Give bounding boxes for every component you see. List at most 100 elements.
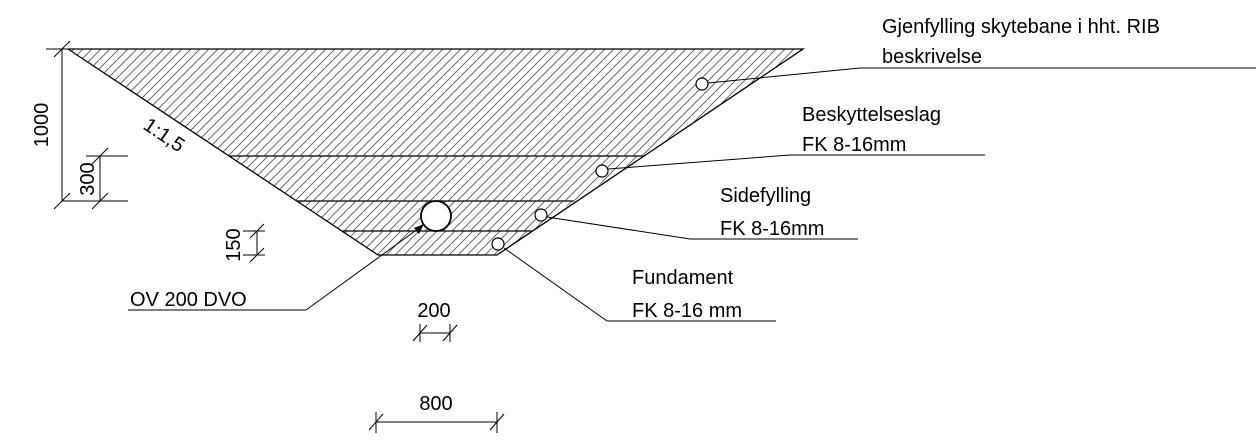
leader-foundation	[491, 237, 776, 322]
label-protection-line2: FK 8-16mm	[802, 134, 906, 156]
hatch-line	[524, 231, 532, 255]
hatch-line	[547, 49, 664, 156]
hatch-line	[340, 49, 457, 156]
hatch-line	[610, 49, 727, 156]
hatch-line	[229, 156, 239, 201]
hatch-line	[465, 201, 507, 231]
label-backfill-line1: Gjenfylling skytebane i hht. RIB	[882, 16, 1160, 38]
hatch-line	[398, 231, 435, 255]
hatch-line	[331, 49, 448, 156]
leader-protection	[595, 154, 985, 178]
hatch-line	[357, 201, 399, 231]
hatch-line	[344, 156, 401, 201]
pipe-circle	[420, 200, 452, 232]
hatch-line	[501, 201, 543, 231]
hatch-line	[542, 156, 599, 201]
hatch-line	[502, 49, 619, 156]
dimension-pipe-width	[412, 324, 458, 342]
hatch-line	[353, 156, 410, 201]
hatch-line	[295, 49, 412, 156]
hatch-line	[300, 225, 335, 260]
hatch-line	[430, 49, 547, 156]
hatch-line	[552, 225, 587, 260]
hatch-line	[578, 156, 635, 201]
hatch-line	[492, 201, 534, 231]
hatch-line	[448, 49, 565, 156]
hatch-line	[641, 156, 643, 201]
hatch-line	[229, 156, 275, 201]
label-foundation-line1: Fundament	[632, 267, 734, 289]
label-side-fill-line2: FK 8-16mm	[720, 218, 824, 240]
hatch-line	[68, 49, 115, 156]
hatch-line	[565, 49, 682, 156]
hatch-line	[623, 156, 643, 201]
hatch-line	[583, 49, 700, 156]
hatch-line	[286, 49, 403, 156]
hatch-line	[339, 201, 381, 231]
hatch-line	[317, 156, 374, 201]
hatch-line	[389, 156, 446, 201]
hatch-line	[290, 156, 347, 201]
hatch-line	[250, 49, 367, 156]
hatch-line	[326, 156, 383, 201]
hatch-line	[592, 49, 709, 156]
side-fill-layer-hatch	[297, 195, 641, 235]
hatch-line	[569, 156, 626, 201]
hatch-line	[570, 225, 605, 260]
hatch-line	[583, 195, 623, 235]
hatch-line	[470, 231, 507, 255]
hatch-line	[375, 201, 417, 231]
hatch-line	[299, 156, 356, 201]
hatch-line	[416, 231, 453, 255]
hatch-line	[484, 49, 601, 156]
label-foundation-line2: FK 8-16 mm	[632, 300, 742, 322]
hatch-line	[403, 49, 520, 156]
dimension-bottom-width	[368, 412, 505, 433]
hatch-line	[483, 201, 525, 231]
hatch-line	[434, 156, 491, 201]
hatch-line	[452, 231, 489, 255]
hatch-line	[68, 49, 124, 156]
hatch-line	[389, 231, 426, 255]
leader-side-fill	[534, 208, 858, 240]
hatch-line	[196, 49, 313, 156]
hatch-line	[385, 49, 502, 156]
hatch-line	[466, 49, 583, 156]
hatch-line	[407, 231, 444, 255]
dimension-bottom-width-text: 800	[419, 393, 452, 415]
hatch-line	[619, 49, 736, 156]
hatch-line	[281, 156, 338, 201]
hatch-line	[297, 201, 309, 231]
leader-pipe	[128, 224, 424, 311]
hatch-line	[68, 49, 169, 156]
hatch-line	[506, 156, 563, 201]
hatch-line	[443, 231, 480, 255]
hatch-line	[457, 49, 574, 156]
hatch-line	[366, 201, 408, 231]
hatch-line	[342, 231, 354, 255]
hatch-line	[342, 231, 345, 255]
hatch-line	[605, 156, 643, 201]
hatch-line	[349, 49, 466, 156]
hatch-line	[587, 156, 643, 201]
label-side-fill-line1: Sidefylling	[720, 185, 811, 207]
hatch-line	[511, 49, 628, 156]
hatch-line	[493, 49, 610, 156]
hatch-line	[245, 156, 302, 201]
hatch-line	[447, 201, 489, 231]
label-protection-line1: Beskyttelseslag	[802, 104, 941, 126]
hatch-line	[304, 49, 421, 156]
hatch-line	[371, 156, 428, 201]
hatch-line	[534, 225, 569, 260]
hatch-line	[223, 49, 340, 156]
dimension-cover-depth	[62, 147, 128, 210]
hatch-line	[376, 49, 493, 156]
hatch-line	[574, 49, 691, 156]
hatch-line	[380, 156, 437, 201]
hatch-line	[520, 49, 637, 156]
dimension-total-depth-text: 1000	[31, 103, 53, 148]
hatch-line	[470, 156, 527, 201]
hatch-line	[601, 195, 641, 235]
hatch-line	[259, 49, 376, 156]
